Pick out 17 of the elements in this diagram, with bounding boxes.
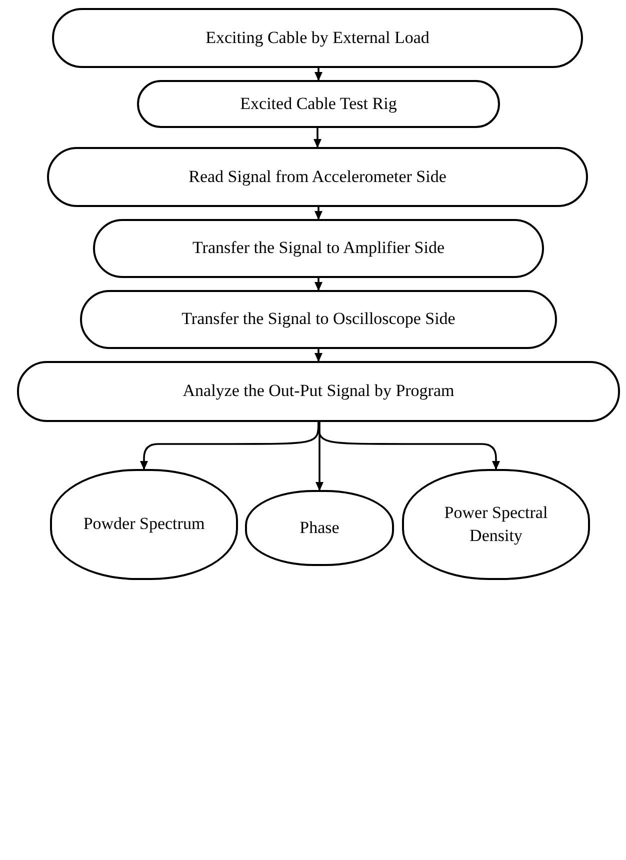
node-label: Powder Spectrum	[83, 513, 205, 536]
arrow	[316, 422, 324, 491]
arrow	[314, 128, 322, 148]
node-label: Exciting Cable by External Load	[206, 26, 430, 49]
node-label: Phase	[300, 516, 340, 539]
arrow	[314, 68, 322, 81]
node-label: Power Spectral Density	[443, 502, 549, 547]
node-label: Transfer the Signal to Oscilloscope Side	[182, 308, 456, 330]
arrow	[314, 278, 322, 291]
node-label: Read Signal from Accelerometer Side	[188, 166, 446, 188]
node-label: Excited Cable Test Rig	[240, 92, 397, 115]
arrow	[318, 422, 500, 470]
arrow	[314, 349, 322, 362]
node-label: Analyze the Out-Put Signal by Program	[182, 380, 454, 402]
arrow	[314, 207, 322, 220]
node-label: Transfer the Signal to Amplifier Side	[192, 237, 444, 260]
process-box	[137, 80, 500, 128]
